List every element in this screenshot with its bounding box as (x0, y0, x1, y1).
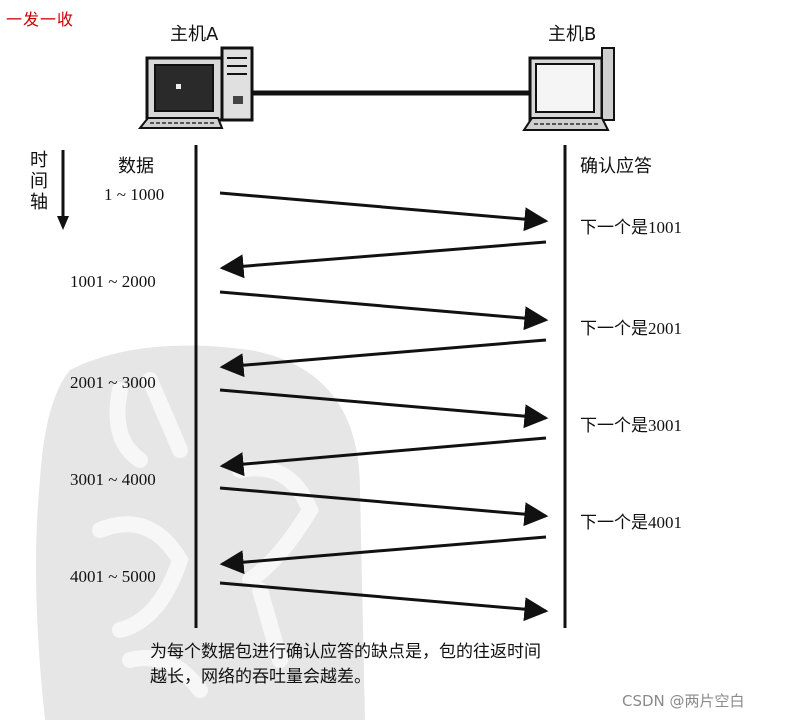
time-axis-char: 轴 (30, 192, 48, 213)
ack-arrow (222, 537, 546, 564)
caption-text: 为每个数据包进行确认应答的缺点是，包的往返时间 越长，网络的吞吐量会越差。 (150, 640, 710, 690)
ack-label: 下一个是1001 (580, 213, 682, 238)
time-axis-char: 间 (30, 171, 48, 192)
data-range-label: 3001 ~ 4000 (70, 470, 156, 490)
data-packet-arrow (220, 488, 546, 516)
ack-arrow (222, 340, 546, 367)
host-b-label: 主机B (548, 20, 596, 46)
ack-label: 下一个是4001 (580, 508, 682, 533)
ack-arrow (222, 242, 546, 268)
ack-label: 下一个是3001 (580, 411, 682, 436)
data-packet-arrow (220, 390, 546, 418)
data-range-label: 1001 ~ 2000 (70, 272, 156, 292)
data-column-header: 数据 (118, 152, 154, 178)
time-axis-char: 时 (30, 150, 48, 171)
ack-column-header: 确认应答 (580, 152, 652, 178)
caption-line-2: 越长，网络的吞吐量会越差。 (150, 665, 710, 690)
caption-line-1: 为每个数据包进行确认应答的缺点是，包的往返时间 (150, 640, 710, 665)
time-axis-arrow (57, 150, 69, 230)
corner-label: 一发一收 (6, 6, 74, 30)
data-range-label: 4001 ~ 5000 (70, 567, 156, 587)
watermark-text: CSDN @两片空白 (622, 690, 745, 711)
ack-arrow (222, 438, 546, 466)
data-range-label: 2001 ~ 3000 (70, 373, 156, 393)
data-packet-arrow (220, 292, 546, 320)
host-b-computer-icon (524, 48, 614, 130)
data-packet-arrow (220, 583, 546, 611)
host-a-label: 主机A (170, 20, 218, 46)
ack-label: 下一个是2001 (580, 314, 682, 339)
host-a-computer-icon (140, 48, 252, 128)
data-packet-arrow (220, 193, 546, 221)
data-range-label: 1 ~ 1000 (104, 185, 164, 205)
